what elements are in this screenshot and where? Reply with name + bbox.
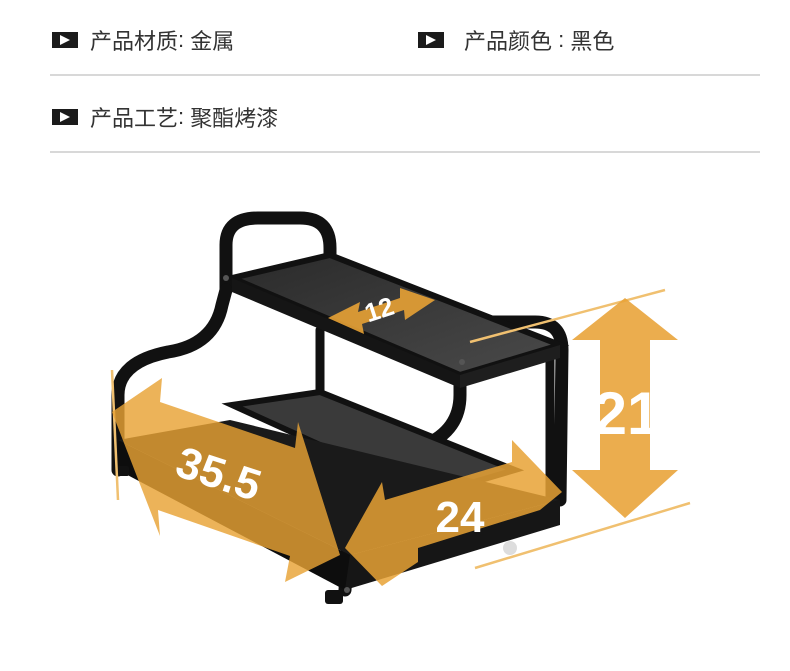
dim-width: 24 xyxy=(436,493,485,542)
spec-process-label: 产品工艺 xyxy=(90,106,179,131)
spec-process: 产品工艺: 聚酯烤漆 xyxy=(52,101,278,133)
width-arrow xyxy=(345,440,562,586)
length-arrow xyxy=(112,378,340,582)
dimension-guides xyxy=(110,288,691,570)
spec-color: 产品颜色 : 黑色 xyxy=(418,24,614,56)
divider xyxy=(50,151,760,153)
spec-material-label: 产品材质 xyxy=(90,29,179,54)
spec-color-sep: : xyxy=(552,27,571,52)
spec-material-sep: : xyxy=(178,27,191,52)
spec-color-label: 产品颜色 xyxy=(464,29,553,54)
spec-process-sep: : xyxy=(178,104,191,129)
play-icon xyxy=(418,32,444,48)
divider xyxy=(50,74,760,76)
spec-material: 产品材质: 金属 xyxy=(52,24,234,56)
dim-height: 21 xyxy=(594,380,661,447)
height-arrow xyxy=(572,298,678,518)
spec-process-value: 聚酯烤漆 xyxy=(190,106,279,131)
depth-arrow xyxy=(328,288,435,334)
spec-material-value: 金属 xyxy=(190,29,235,54)
play-icon xyxy=(52,32,78,48)
top-tray xyxy=(222,251,570,388)
spec-color-value: 黑色 xyxy=(570,29,615,54)
play-icon xyxy=(52,109,78,125)
product-image: 12 21 35.5 24 xyxy=(110,211,691,604)
